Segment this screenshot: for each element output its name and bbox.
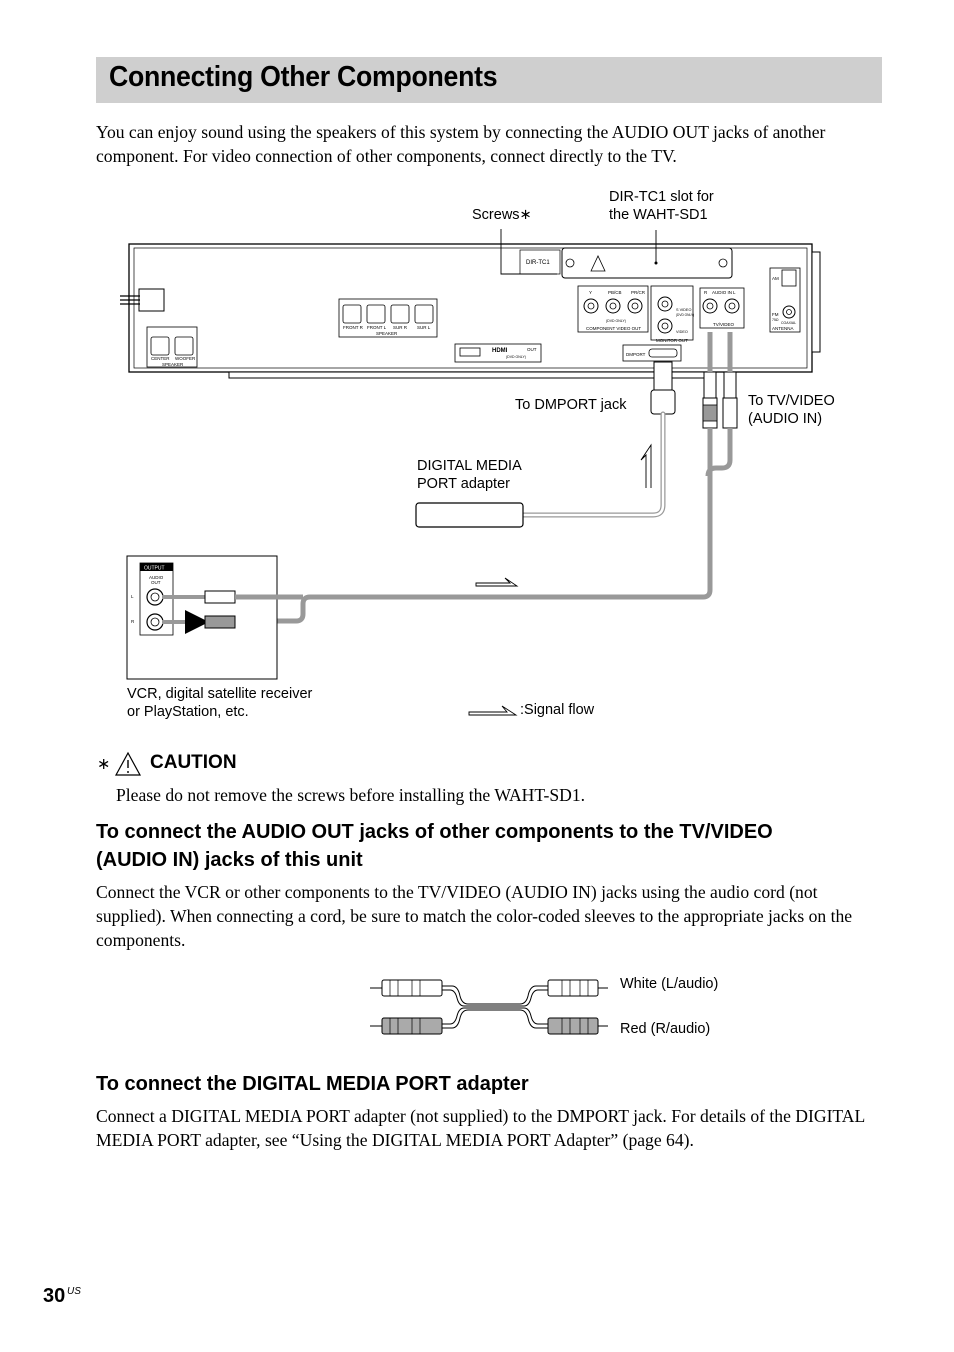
signal-flow-legend-icon bbox=[468, 705, 518, 716]
page-number: 30 bbox=[43, 1285, 66, 1307]
hdmi-sub-text: (DVD ONLY) bbox=[506, 355, 526, 359]
hdmi-logo-text: HDMI bbox=[492, 348, 508, 354]
page-title: Connecting Other Components bbox=[109, 61, 498, 93]
component-video-out: Y PB/CB PR/CR (DVD ONLY) COMPONENT VIDEO… bbox=[577, 285, 649, 333]
dmport-jack: DMPORT bbox=[622, 344, 682, 362]
screw-right-icon bbox=[718, 258, 728, 268]
vcr-label-line2: or PlayStation, etc. bbox=[127, 704, 249, 720]
dir-tc1-slot: DIR-TC1 bbox=[519, 247, 733, 279]
adapter-label-line2: PORT adapter bbox=[417, 476, 510, 492]
vcr-l-text: L bbox=[131, 594, 134, 599]
component-sub-text: (DVD ONLY) bbox=[606, 319, 626, 323]
speaker-center-text: CENTER bbox=[151, 356, 170, 361]
vcr-audio-text: AUDIO bbox=[149, 575, 164, 580]
svideo-text: S VIDEO bbox=[676, 308, 691, 312]
section2-heading: To connect the DIGITAL MEDIA PORT adapte… bbox=[96, 1073, 529, 1095]
section1-heading-line2: (AUDIO IN) jacks of this unit bbox=[96, 849, 363, 871]
screws-label: Screws∗ bbox=[472, 207, 532, 223]
audio-cord-illustration bbox=[370, 979, 608, 1035]
caution-text: Please do not remove the screws before i… bbox=[116, 785, 586, 805]
digital-media-port-adapter-box bbox=[415, 502, 524, 528]
dmport-panel-text: DMPORT bbox=[626, 352, 646, 357]
audio-in-l-text: L bbox=[733, 290, 736, 295]
section1-body: Connect the VCR or other components to t… bbox=[96, 882, 853, 950]
tv-video-audio-in-jacks: R AUDIO IN L TV/VIDEO bbox=[699, 287, 745, 329]
tv-video-panel-text: TV/VIDEO bbox=[713, 322, 735, 327]
component-y-text: Y bbox=[589, 290, 592, 295]
red-cord-label: Red (R/audio) bbox=[620, 1021, 711, 1037]
vcr-r-text: R bbox=[131, 619, 135, 624]
white-cord-label: White (L/audio) bbox=[620, 976, 719, 992]
antenna-text: ANTENNA bbox=[772, 326, 794, 331]
caution-asterisk: ∗ bbox=[97, 756, 111, 773]
monitor-out-text: MONITOR OUT bbox=[656, 338, 688, 343]
speaker-front-r-text: FRONT R bbox=[343, 325, 364, 330]
title-bar: Connecting Other Components bbox=[96, 57, 882, 103]
adapter-label-line1: DIGITAL MEDIA bbox=[417, 458, 522, 474]
screws-leader bbox=[500, 229, 557, 275]
speaker-main-caption: SPEAKER bbox=[376, 331, 398, 336]
vcr-label-line1: VCR, digital satellite receiver bbox=[127, 686, 313, 702]
speaker-sur-l-text: SUR L bbox=[417, 325, 431, 330]
caution-heading: CAUTION bbox=[150, 752, 237, 773]
vcr-out-text: OUT bbox=[151, 580, 161, 585]
tv-video-label-line2: (AUDIO IN) bbox=[748, 411, 823, 427]
screw-left-icon bbox=[565, 258, 575, 268]
coaxial-text: COAXIAL bbox=[781, 321, 796, 325]
power-cord bbox=[120, 288, 165, 312]
am-text: AM bbox=[772, 276, 779, 281]
component-caption-text: COMPONENT VIDEO OUT bbox=[586, 326, 641, 331]
video-text: VIDEO bbox=[676, 330, 688, 334]
audio-in-text: AUDIO IN bbox=[712, 290, 732, 295]
signal-flow-label: :Signal flow bbox=[520, 702, 595, 718]
component-pb-text: PB/CB bbox=[608, 290, 622, 295]
fm-sub-text: 75Ω bbox=[772, 318, 779, 322]
hdmi-out-text: OUT bbox=[527, 347, 537, 352]
dmport-cable bbox=[519, 361, 676, 518]
fm-text: FM bbox=[772, 312, 779, 317]
intro-paragraph: You can enjoy sound using the speakers o… bbox=[96, 122, 826, 166]
speaker-left-caption: SPEAKER bbox=[162, 362, 184, 367]
component-pr-text: PR/CR bbox=[631, 290, 646, 295]
dmport-label: To DMPORT jack bbox=[515, 397, 627, 413]
svideo-sub-text: (DVD ONLY) bbox=[676, 313, 694, 317]
audio-in-r-text: R bbox=[704, 290, 708, 295]
slot-label-line1: DIR-TC1 slot for bbox=[609, 189, 714, 205]
hdmi-out-jack: HDMI OUT (DVD ONLY) bbox=[454, 343, 542, 363]
section2-body: Connect a DIGITAL MEDIA PORT adapter (no… bbox=[96, 1106, 865, 1150]
section1-heading-line1: To connect the AUDIO OUT jacks of other … bbox=[96, 821, 773, 843]
warning-triangle-icon bbox=[590, 255, 606, 272]
vcr-output-text: OUTPUT bbox=[144, 566, 165, 572]
dir-tc1-text: DIR-TC1 bbox=[526, 260, 550, 266]
speaker-woofer-text: WOOFER bbox=[175, 356, 196, 361]
speaker-terminals-center-woofer: CENTER WOOFER SPEAKER bbox=[146, 326, 198, 368]
vcr-panel: OUTPUT AUDIO OUT L R bbox=[126, 555, 303, 680]
speaker-front-l-text: FRONT L bbox=[367, 325, 387, 330]
speaker-terminals-main: FRONT R FRONT L SUR R SUR L SPEAKER bbox=[338, 298, 438, 338]
speaker-sur-r-text: SUR R bbox=[393, 325, 408, 330]
audio-cable-to-vcr bbox=[240, 332, 738, 624]
slot-label-line2: the WAHT-SD1 bbox=[609, 207, 708, 223]
main-unit-rear-panel: DIR-TC1 CENTER WOOFER SPEAKER FRONT R FR… bbox=[120, 243, 821, 379]
monitor-out-jacks: S VIDEO (DVD ONLY) VIDEO MONITOR OUT bbox=[650, 285, 694, 343]
page-number-suffix: US bbox=[67, 1286, 81, 1297]
tv-video-label-line1: To TV/VIDEO bbox=[748, 393, 835, 409]
antenna-terminals: AM FM 75Ω COAXIAL ANTENNA bbox=[769, 267, 801, 333]
